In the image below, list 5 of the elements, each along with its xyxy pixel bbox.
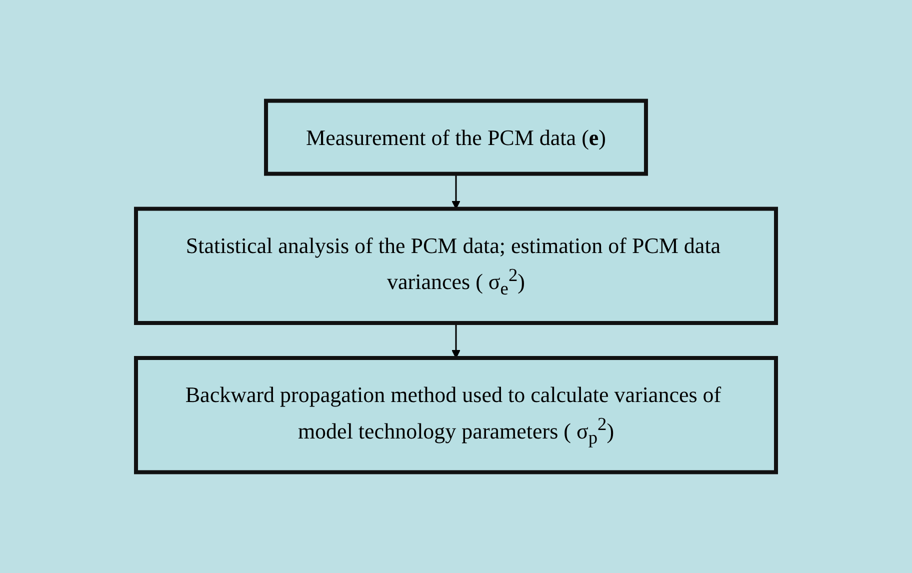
node-box: Statistical analysis of the PCM data; estimation of PCM data variances ( σ$_{e}$$^{2}$) [134,206,778,325]
node-box: Measurement of the PCM data (e) [264,98,648,176]
node-box: Backward propagation method used to calculate variances of model technology parameters ( σ$_{p}$$^{2}$) [134,356,778,474]
arrow [452,323,460,358]
arrow [452,174,460,210]
